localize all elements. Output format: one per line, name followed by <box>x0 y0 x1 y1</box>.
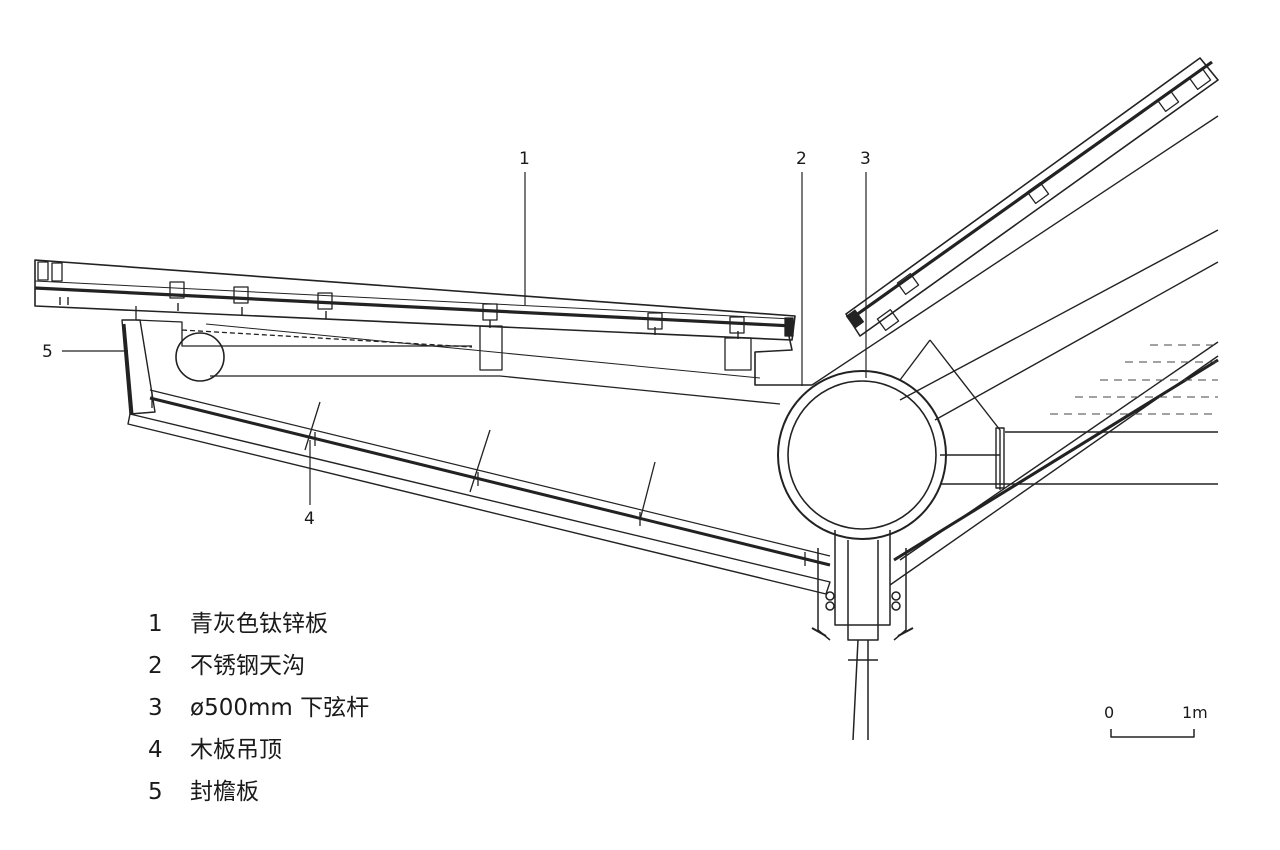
legend-item: 2 不锈钢天沟 <box>148 646 508 688</box>
callout-1: 1 <box>519 149 530 169</box>
infill-hatching <box>1050 344 1218 415</box>
eave-fascia-board <box>121 319 156 415</box>
legend-item: 1 青灰色钛锌板 <box>148 604 508 646</box>
scale-bar-start-label: 0 <box>1104 703 1114 722</box>
legend-label: 不锈钢天沟 <box>190 653 305 679</box>
timber-ceiling <box>127 389 831 595</box>
legend-label: 封檐板 <box>190 779 259 805</box>
legend-number: 5 <box>148 779 163 805</box>
legend-number: 1 <box>148 611 163 637</box>
right-truss-members <box>811 115 1219 586</box>
callout-3: 3 <box>860 149 871 169</box>
callout-leaders <box>62 172 867 505</box>
callout-4: 4 <box>304 509 315 529</box>
bottom-chord-pipe <box>777 370 947 540</box>
left-roof-substructure <box>135 306 781 405</box>
legend-label: 木板吊顶 <box>190 737 282 763</box>
scale-bar-end-label: 1m <box>1182 703 1208 722</box>
legend-label: ø500mm 下弦杆 <box>190 695 370 721</box>
legend-number: 4 <box>148 737 163 763</box>
legend-number: 3 <box>148 695 163 721</box>
legend-label: 青灰色钛锌板 <box>190 611 328 637</box>
callout-2: 2 <box>796 149 807 169</box>
legend: 1 青灰色钛锌板 2 不锈钢天沟 3 ø500mm 下弦杆 4 木板吊顶 5 封… <box>148 604 508 814</box>
stainless-gutter <box>754 317 812 386</box>
right-roof-panel <box>845 57 1219 337</box>
scale-bar <box>1110 729 1195 738</box>
legend-item: 3 ø500mm 下弦杆 <box>148 688 508 730</box>
small-tube-section <box>175 332 225 382</box>
legend-number: 2 <box>148 653 163 679</box>
legend-item: 5 封檐板 <box>148 772 508 814</box>
legend-item: 4 木板吊顶 <box>148 730 508 772</box>
callout-5: 5 <box>42 342 53 362</box>
left-roof-panel <box>34 259 796 341</box>
hanging-node <box>811 530 914 741</box>
